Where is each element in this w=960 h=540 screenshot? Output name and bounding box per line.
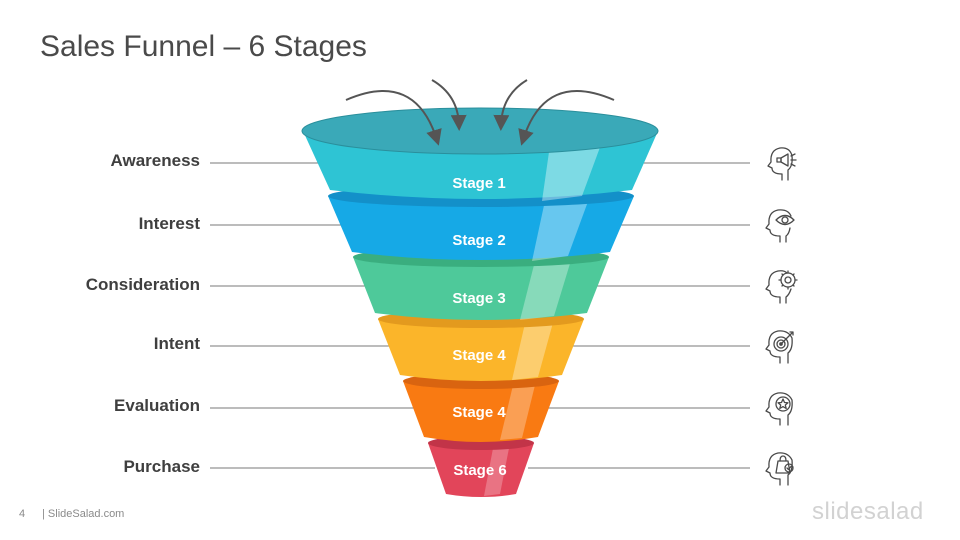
funnel-tier-1 [301,107,659,201]
gear-head-icon [765,270,798,304]
eye-head-icon [765,209,795,243]
tier-text-5: Stage 4 [452,404,506,421]
stage-label-consideration: Consideration [85,275,200,294]
page-number: 4 [19,508,26,520]
shopping-bag-head-icon [765,452,794,486]
funnel-mouth [302,108,658,154]
footer-brand: | SlideSalad.com [42,508,125,520]
megaphone-head-icon [767,147,797,181]
tier-text-2: Stage 2 [452,232,505,249]
tier-text-1: Stage 1 [452,175,505,192]
connector-lines [210,162,750,469]
arrow-icon-1 [345,90,442,146]
arrow-icon-3 [493,79,528,131]
slidesalad-logo: slidesalad [812,498,924,525]
stage-label-evaluation: Evaluation [114,396,200,415]
tier-text-3: Stage 3 [452,290,505,307]
stage-label-purchase: Purchase [123,457,200,476]
tier-text-6: Stage 6 [453,462,506,479]
stage-label-interest: Interest [138,214,200,233]
star-head-icon [765,392,793,426]
arrow-icon-2 [431,79,467,131]
arrow-icon-4 [518,90,615,146]
stage-label-intent: Intent [153,334,200,353]
funnel-tier-4 [378,310,584,381]
tier-text-4: Stage 4 [452,347,506,364]
incoming-arrows [345,79,615,146]
slide-title: Sales Funnel – 6 Stages [40,30,367,63]
target-head-icon [765,330,794,364]
stage-label-awareness: Awareness [110,151,200,170]
